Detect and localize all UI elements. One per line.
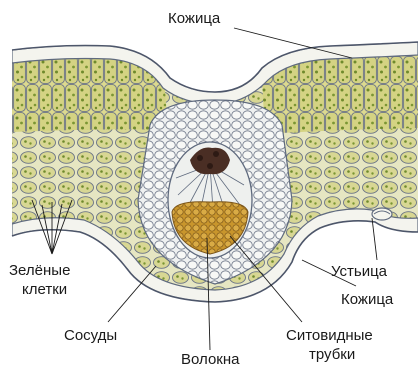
label-epidermis-bottom: Кожица <box>341 291 394 308</box>
label-green-cells-line2: клетки <box>22 281 67 298</box>
label-sieve-tubes-line1: Ситовидные <box>286 327 373 344</box>
label-vessels: Сосуды <box>64 327 117 344</box>
label-sieve-tubes-line2: трубки <box>309 346 355 363</box>
stoma-shape <box>372 208 392 220</box>
label-fibers: Волокна <box>181 351 240 368</box>
label-epidermis-top: Кожица <box>168 10 221 27</box>
label-green-cells-line1: Зелёные <box>9 262 70 279</box>
label-stomata: Устьица <box>331 263 388 280</box>
